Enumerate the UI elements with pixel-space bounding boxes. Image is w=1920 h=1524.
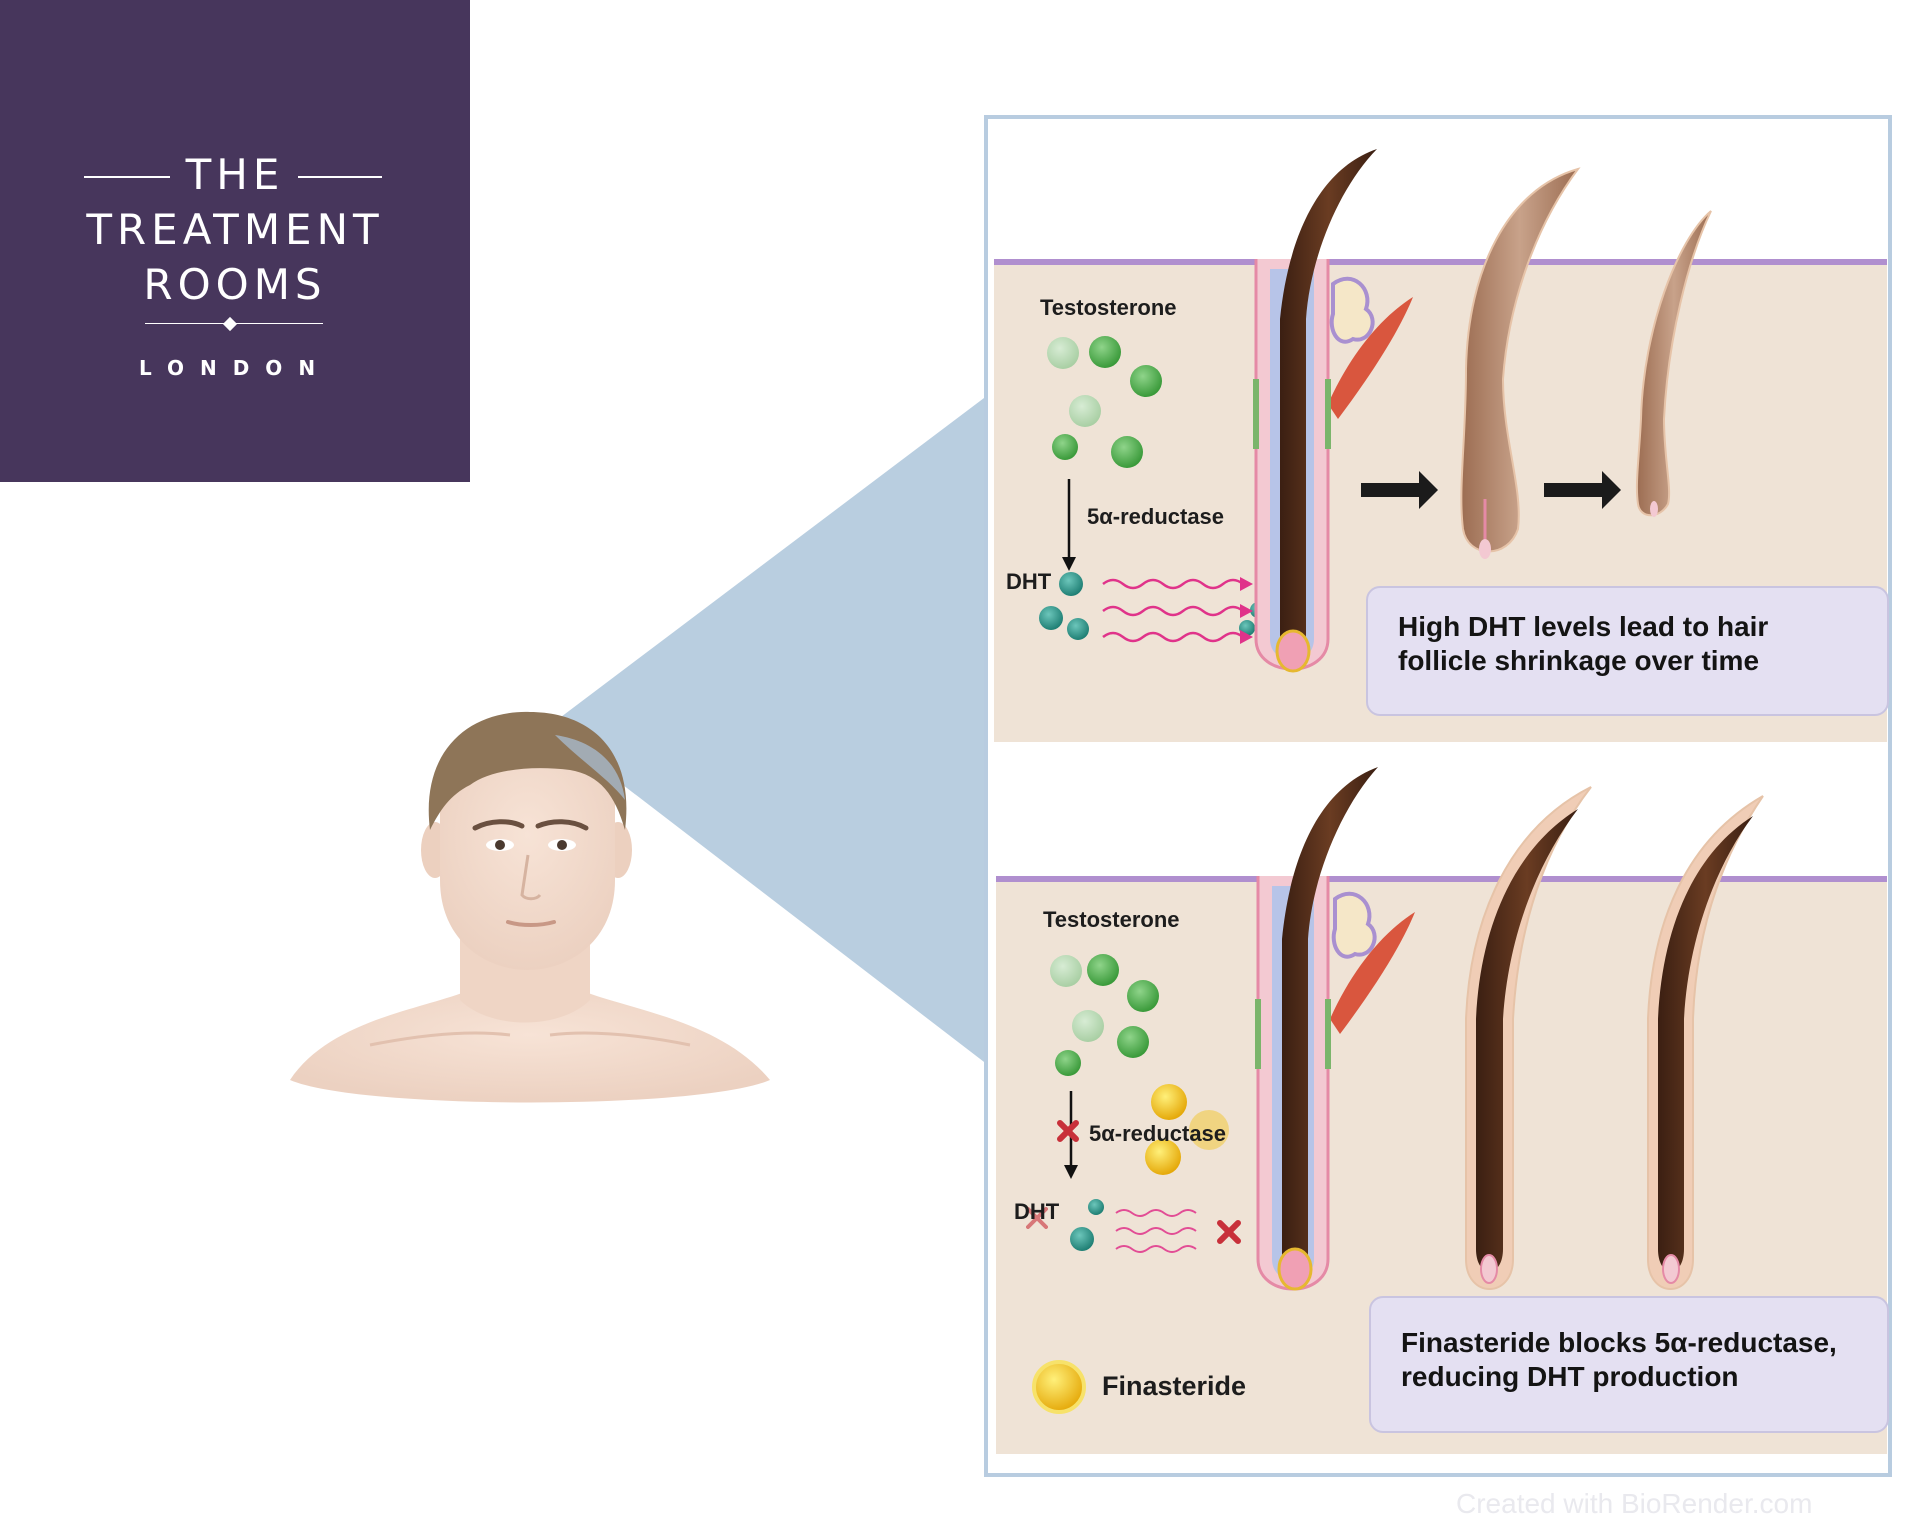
top-follicle-healthy — [1253, 149, 1413, 673]
top-progression-arrows — [1361, 471, 1621, 509]
top-testosterone-molecules — [1047, 336, 1162, 468]
bottom-caption-box: Finasteride blocks 5α-reductase, reducin… — [1369, 1296, 1889, 1433]
diagram-artwork — [994, 149, 1887, 1454]
top-dht-label: DHT — [1006, 569, 1052, 594]
bottom-testosterone-molecules — [1050, 954, 1159, 1076]
bottom-follicle-healthy — [1255, 767, 1415, 1291]
bottom-finasteride-molecules — [1145, 1084, 1229, 1175]
bottom-follicle-maintained-1 — [1465, 786, 1592, 1290]
bottom-caption-rest: 5α-reductase, reducing DHT production — [1401, 1327, 1837, 1392]
logo-word-the: THE — [185, 150, 285, 199]
logo-word-london: LONDON — [138, 356, 332, 380]
top-follicle-miniaturized — [1635, 210, 1712, 517]
bottom-follicle-maintained-2 — [1647, 795, 1764, 1290]
brand-logo: THE TREATMENT ROOMS LONDON — [0, 0, 470, 482]
bottom-enzyme-label: 5α-reductase — [1089, 1121, 1227, 1146]
legend-finasteride-label: Finasteride — [1102, 1371, 1247, 1401]
person-illustration — [290, 711, 770, 1103]
bottom-caption-bold: Finasteride blocks — [1401, 1327, 1647, 1358]
logo-word-rooms: ROOMS — [143, 260, 327, 309]
legend-finasteride-icon — [1032, 1360, 1086, 1414]
top-enzyme-label: 5α-reductase — [1087, 504, 1225, 529]
bottom-enzyme-block-x-icon — [1057, 1120, 1079, 1142]
top-testosterone-label: Testosterone — [1040, 295, 1177, 320]
bottom-testosterone-label: Testosterone — [1043, 907, 1180, 932]
logo-rule-left — [84, 176, 170, 178]
bottom-dht-label: DHT — [1014, 1199, 1060, 1224]
bottom-dht-molecules — [1070, 1199, 1104, 1251]
top-follicle-shrinking — [1460, 167, 1581, 559]
top-caption-box: High DHT levels lead to hair follicle sh… — [1366, 586, 1889, 716]
logo-word-treatment: TREATMENT — [86, 205, 384, 254]
diagram-frame: Testosterone 5α-reductase DHT High DHT l… — [984, 115, 1892, 1477]
logo-rule-right — [298, 176, 382, 178]
biorender-credit: Created with BioRender.com — [1456, 1488, 1813, 1519]
bottom-signal-block-x-icon — [1217, 1220, 1241, 1244]
top-caption-text: High DHT levels lead to hair follicle sh… — [1398, 611, 1769, 676]
